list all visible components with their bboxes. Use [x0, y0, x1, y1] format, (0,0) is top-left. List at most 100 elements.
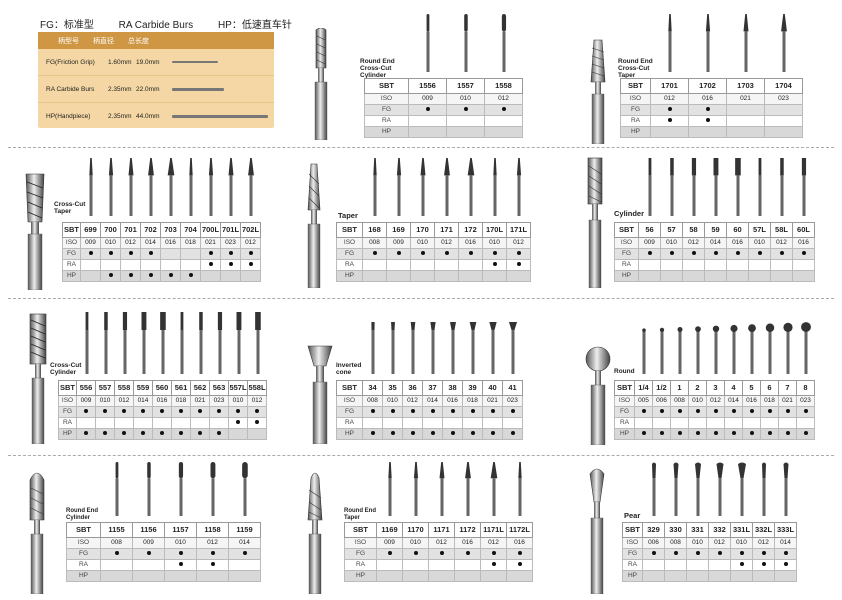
availability-dot-icon: [695, 431, 700, 436]
row-label-hp: HP: [58, 428, 77, 440]
bur-g10-3-icon: [465, 462, 471, 516]
sbt-code: 60L: [792, 222, 815, 238]
iso-size: 008: [362, 395, 383, 407]
section-divider: [8, 455, 834, 456]
availability-dot-icon: [785, 431, 790, 436]
bur-g8-8-icon: [783, 322, 793, 374]
sbt-code: 700L: [200, 222, 221, 238]
availability-cell: [796, 428, 815, 440]
availability-dot-icon: [255, 409, 259, 414]
iso-size: 018: [760, 395, 779, 407]
availability-cell: [200, 270, 221, 282]
iso-size: 021: [726, 93, 765, 105]
caption-taper: Taper: [338, 211, 358, 220]
iso-size: 016: [742, 395, 761, 407]
availability-dot-icon: [188, 273, 193, 278]
bur-g5-6-icon: [780, 158, 784, 216]
availability-cell: [454, 570, 481, 582]
sbt-code: 168: [362, 222, 387, 238]
caption-round-end-cross-cut-cylinder: Round End Cross-Cut Cylinder: [360, 58, 395, 79]
availability-cell: [120, 248, 141, 260]
sbt-code: 559: [133, 380, 153, 396]
bur-g1-2-icon: [501, 14, 507, 72]
table-row-hp: HP: [614, 428, 815, 440]
availability-dot-icon: [695, 409, 700, 414]
availability-dot-icon: [198, 431, 202, 436]
availability-cell: [664, 548, 687, 560]
row-label-sbt: SBT: [62, 222, 81, 238]
availability-cell: [240, 270, 261, 282]
iso-size: 014: [774, 537, 797, 549]
availability-dot-icon: [767, 409, 772, 414]
availability-cell: [706, 406, 725, 418]
availability-cell: [247, 406, 267, 418]
sbt-code: 1157: [164, 522, 197, 538]
sbt-code: 56: [638, 222, 661, 238]
table-row-fg: FG: [364, 104, 523, 116]
availability-cell: [240, 248, 261, 260]
row-label-hp: HP: [344, 570, 377, 582]
availability-dot-icon: [641, 431, 646, 436]
iso-size: 012: [480, 537, 507, 549]
availability-cell: [132, 559, 165, 571]
availability-cell: [748, 270, 771, 282]
bur-g10-0-icon: [388, 462, 392, 516]
table-row-hp: HP: [336, 428, 523, 440]
availability-cell: [686, 570, 709, 582]
bur-g6-4-icon: [159, 312, 166, 374]
hp-shank-image: [172, 115, 268, 118]
bur-g6-5-icon: [180, 312, 183, 374]
sbt-code: 2: [688, 380, 707, 396]
availability-dot-icon: [103, 431, 107, 436]
availability-dot-icon: [210, 551, 215, 556]
row-label-sbt: SBT: [614, 380, 635, 396]
bur-g8-1-icon: [659, 327, 665, 374]
availability-cell: [480, 570, 507, 582]
row-label-iso: ISO: [62, 237, 81, 249]
availability-cell: [132, 570, 165, 582]
availability-dot-icon: [767, 431, 772, 436]
availability-cell: [386, 259, 411, 271]
bur-g8-5-icon: [730, 324, 738, 374]
availability-dot-icon: [779, 251, 784, 256]
availability-cell: [386, 248, 411, 260]
availability-dot-icon: [396, 251, 401, 256]
availability-dot-icon: [236, 409, 240, 414]
round-end-taper-large-illustration: [307, 472, 323, 594]
sbt-code: 58L: [770, 222, 793, 238]
bur-g2-1-icon: [705, 14, 711, 72]
availability-dot-icon: [228, 251, 233, 256]
bur-g6-1-icon: [103, 312, 108, 374]
sbt-code: 1704: [764, 78, 803, 94]
iso-size: 016: [458, 237, 483, 249]
bur-g4-4-icon: [467, 158, 475, 216]
row-label-fg: FG: [614, 406, 635, 418]
availability-dot-icon: [705, 118, 710, 123]
availability-dot-icon: [84, 431, 88, 436]
bur-g8-3-icon: [695, 326, 701, 374]
availability-cell: [482, 259, 507, 271]
availability-dot-icon: [695, 551, 700, 556]
iso-size: 006: [652, 395, 671, 407]
availability-cell: [164, 548, 197, 560]
iso-size: 012: [402, 395, 423, 407]
availability-cell: [190, 417, 210, 429]
legend-col-type: 柄型号: [58, 37, 79, 45]
availability-cell: [774, 548, 797, 560]
availability-cell: [228, 417, 248, 429]
availability-dot-icon: [659, 431, 664, 436]
availability-cell: [402, 406, 423, 418]
iso-size: 009: [376, 537, 403, 549]
availability-cell: [362, 406, 383, 418]
availability-cell: [209, 406, 229, 418]
sbt-code: 7: [778, 380, 797, 396]
bur-g4-3-icon: [444, 158, 450, 216]
availability-cell: [140, 248, 161, 260]
bur-g11-4-icon: [738, 462, 746, 516]
sbt-code: 332: [708, 522, 731, 538]
availability-dot-icon: [749, 431, 754, 436]
iso-size: 012: [434, 237, 459, 249]
